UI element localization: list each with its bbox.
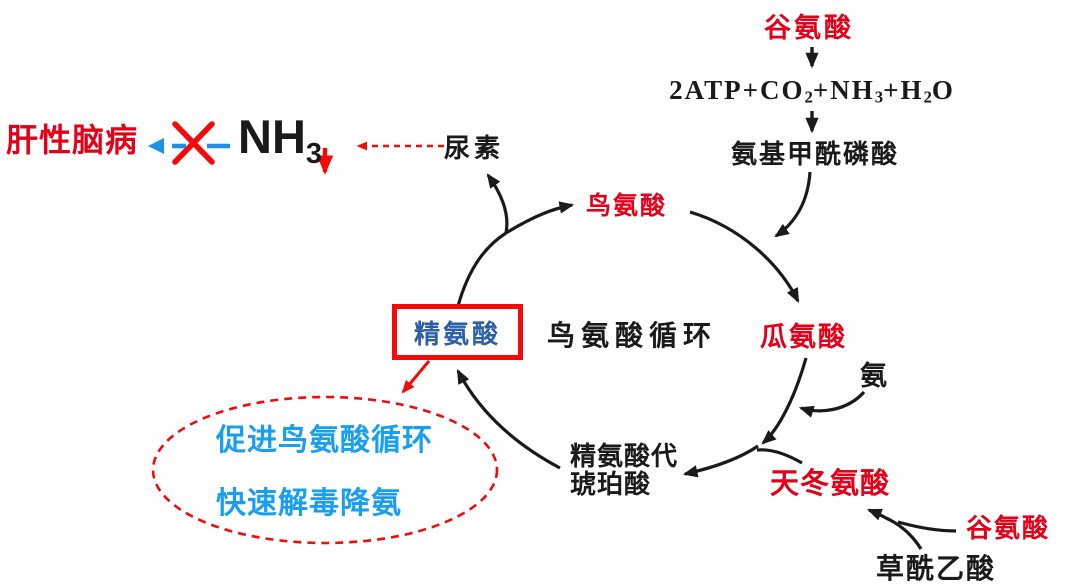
arc-argininosuccinate-to-arginine — [456, 369, 561, 470]
arrow-to-urea — [486, 173, 509, 234]
urea-label: 尿素 — [444, 133, 505, 163]
note-ellipse — [151, 395, 499, 545]
prohibition-x-mark — [172, 121, 215, 165]
argininosuccinate-label: 精氨酸代 琥珀酸 — [570, 442, 678, 498]
nh3-subscript: 3 — [305, 138, 323, 171]
arrow-arginine-to-note — [401, 360, 431, 394]
equation-part: O — [931, 75, 955, 105]
cycle-title: 鸟氨酸循环 — [547, 320, 718, 351]
carbamoyl-phosphate-label: 氨基甲酰磷酸 — [731, 139, 900, 169]
note-detox-ammonia: 快速解毒降氨 — [216, 487, 402, 520]
equation-part: +H — [883, 75, 924, 105]
hepatic-encephalopathy-label: 肝性脑病 — [6, 122, 139, 158]
equation-part: 2ATP+CO — [669, 75, 805, 105]
blocked-arrow-head — [148, 138, 164, 154]
nh3-base: NH — [238, 110, 306, 163]
atp-co2-nh3-h2o-equation: 2ATP+CO2+NH3+H2O — [628, 75, 996, 107]
arrow-oxaloacetate-to-aspartate — [866, 508, 923, 550]
argininosuccinate-line1: 精氨酸代 — [570, 441, 679, 471]
citrulline-label: 瓜氨酸 — [760, 322, 847, 352]
arginine-label: 精氨酸 — [413, 318, 501, 349]
glutamate-bottom-label: 谷氨酸 — [966, 513, 1051, 543]
aspartate-label: 天冬氨酸 — [770, 468, 891, 500]
note-promote-cycle: 促进鸟氨酸循环 — [216, 424, 433, 457]
arginine-highlight-box: 精氨酸 — [392, 304, 523, 360]
argininosuccinate-line2: 琥珀酸 — [570, 469, 652, 499]
equation-subscript: 3 — [874, 87, 884, 107]
equation-subscript: 2 — [923, 87, 932, 107]
ammonia-label: 氨 — [860, 361, 888, 391]
arrow-carbamoyl-into-cycle — [774, 171, 812, 238]
arrow-glutamate-join — [897, 520, 957, 533]
arc-arginine-to-ornithine — [456, 201, 575, 307]
arc-to-argininosuccinate — [682, 444, 759, 478]
arc-ornithine-to-citrulline — [689, 210, 800, 303]
arrow-ammonia-entry — [798, 390, 866, 418]
equation-subscript: 2 — [804, 87, 813, 107]
oxaloacetate-label: 草酰乙酸 — [876, 553, 997, 584]
nh3-label: NH3 — [238, 110, 323, 171]
equation-part: +NH — [812, 75, 875, 105]
glutamate-top-label: 谷氨酸 — [764, 13, 854, 43]
arrow-aspartate-entry — [756, 448, 803, 465]
ornithine-label: 鸟氨酸 — [586, 192, 668, 220]
arc-citrulline-down — [761, 357, 808, 445]
